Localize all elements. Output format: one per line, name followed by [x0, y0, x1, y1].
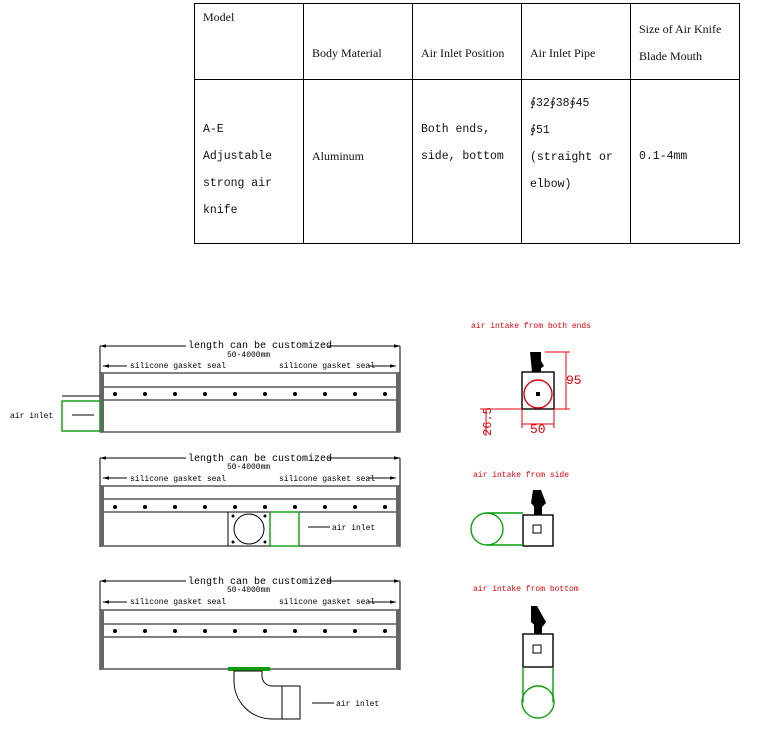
- cell-material-text: Aluminum: [312, 149, 365, 163]
- cell-model-line: A-E Adjustable: [203, 123, 273, 163]
- bolt-row: [113, 392, 387, 396]
- title-both-ends: air intake from both ends: [471, 322, 591, 331]
- cell-inlet-position-line: side, bottom: [421, 150, 504, 163]
- table-data-row: A-E Adjustable strong air knife Aluminum…: [194, 79, 740, 244]
- side-inlet-pipe: [269, 511, 300, 547]
- cell-blade-mouth: 0.1-4mm: [630, 79, 740, 244]
- length-label: length can be customized: [188, 576, 332, 588]
- title-bottom: air intake from bottom: [473, 585, 579, 594]
- length-range: 50-4000mm: [227, 351, 270, 360]
- seal-label-left: silicone gasket seal: [130, 598, 226, 607]
- cell-inlet-pipe-line: ∮51: [530, 124, 550, 137]
- table-header-row: Model Body Material Air Inlet Position A…: [194, 3, 740, 80]
- header-body-material-text: Body Material: [312, 46, 382, 60]
- cell-inlet-pipe-line: elbow): [530, 178, 572, 191]
- bottom-elbow-pipe: [233, 670, 301, 720]
- cell-model: A-E Adjustable strong air knife: [194, 79, 304, 244]
- length-label: length can be customized: [188, 340, 332, 352]
- air-inlet-label: air inlet: [10, 412, 53, 421]
- cell-model-line: knife: [203, 204, 238, 217]
- header-model-text: Model: [203, 10, 235, 24]
- knife-diagram-bottom: length can be customized 50-4000mm silic…: [99, 574, 401, 720]
- seal-label-right: silicone gasket seal: [279, 362, 375, 371]
- seal-label-right: silicone gasket seal: [279, 598, 375, 607]
- header-blade-mouth-text: Size of Air Knife Blade Mouth: [639, 22, 722, 63]
- section-bottom: [521, 606, 555, 719]
- length-range: 50-4000mm: [227, 463, 270, 472]
- title-side: air intake from side: [473, 471, 569, 480]
- side-flange: [227, 511, 271, 547]
- header-air-inlet-pipe-text: Air Inlet Pipe: [530, 46, 596, 60]
- seal-label-left: silicone gasket seal: [130, 362, 226, 371]
- bolt-row: [113, 629, 387, 633]
- dim-width: 50: [530, 422, 546, 437]
- seal-label-left: silicone gasket seal: [130, 475, 226, 484]
- cell-blade-mouth-text: 0.1-4mm: [639, 150, 688, 163]
- cell-model-line: strong air: [203, 177, 273, 190]
- dim-offset: 26.5: [481, 407, 495, 436]
- header-air-inlet-position-text: Air Inlet Position: [421, 46, 505, 60]
- air-inlet-label: air inlet: [336, 700, 379, 709]
- end-inlet-pipe: [61, 400, 101, 432]
- header-body-material: Body Material: [303, 3, 413, 80]
- knife-body: [99, 609, 401, 670]
- knife-diagram-side: length can be customized 50-4000mm silic…: [99, 451, 401, 547]
- spec-table: Model Body Material Air Inlet Position A…: [194, 3, 740, 244]
- header-model: Model: [194, 3, 304, 80]
- header-air-inlet-pipe: Air Inlet Pipe: [521, 3, 631, 80]
- length-label: length can be customized: [188, 453, 332, 465]
- section-both-ends: 95 50 26.5: [480, 351, 582, 437]
- header-blade-mouth: Size of Air Knife Blade Mouth: [630, 3, 740, 80]
- cell-inlet-pipe-line: ∮32∮38∮45: [530, 97, 590, 110]
- cell-inlet-position: Both ends, side, bottom: [412, 79, 522, 244]
- length-range: 50-4000mm: [227, 586, 270, 595]
- knife-body: [99, 372, 401, 433]
- cell-inlet-position-line: Both ends,: [421, 123, 491, 136]
- section-side: [470, 490, 554, 547]
- knife-diagram-ends: length can be customized 50-4000mm silic…: [10, 338, 401, 433]
- bottom-inlet-flange: [228, 667, 270, 671]
- seal-label-right: silicone gasket seal: [279, 475, 375, 484]
- cell-inlet-pipe-line: (straight or: [530, 151, 613, 164]
- cell-material: Aluminum: [303, 79, 413, 244]
- bolt-row: [113, 505, 387, 509]
- dim-height: 95: [566, 373, 582, 388]
- cell-inlet-pipe: ∮32∮38∮45 ∮51 (straight or elbow): [521, 79, 631, 244]
- air-inlet-label: air inlet: [332, 524, 375, 533]
